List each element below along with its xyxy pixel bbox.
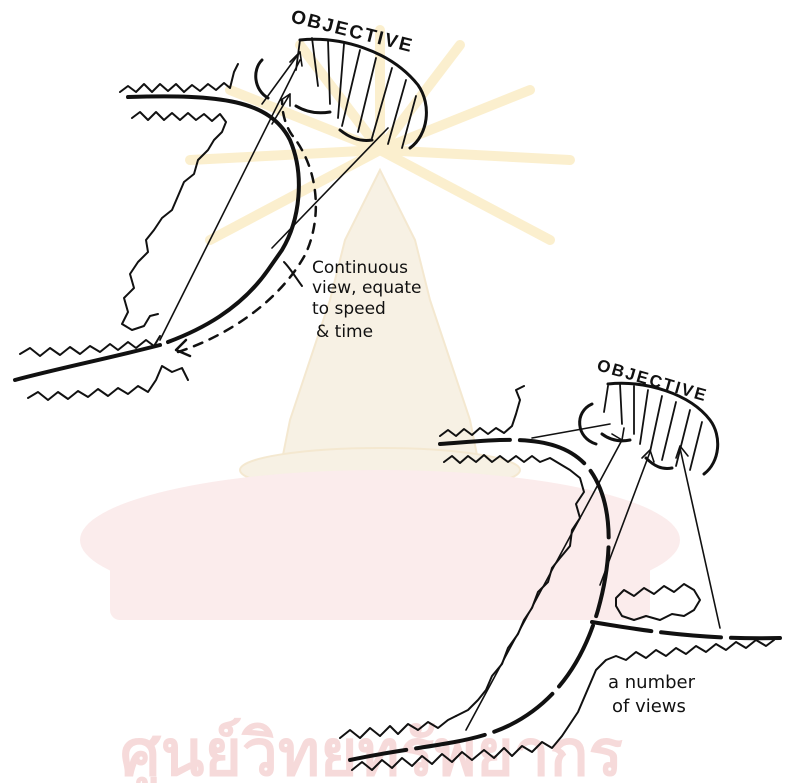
terrain-edge [20,336,160,356]
objective-label: OBJECTIVE [595,356,710,406]
road-edge [128,96,299,342]
watermark-pagoda [240,170,520,492]
sight-line [532,424,610,438]
terrain-edge [122,112,226,330]
road-edge [592,622,780,638]
caption-line-2: of views [612,696,686,717]
watermark-text: ศูนย์วิทยทรัพยากร [120,717,623,783]
caption-line-2: view, equate [312,278,422,298]
caption-line-4: & time [316,322,373,342]
caption-number-of-views: a number of views [608,672,696,717]
watermark-plinth [110,560,650,620]
caption-line-3: to speed [312,299,386,319]
travel-arrowhead [176,340,190,356]
caption-line-1: a number [608,672,696,693]
caption-line-1: Continuous [312,258,408,278]
sight-arrowhead [612,428,624,440]
terrain-edge [120,64,238,92]
road-edge [15,345,160,380]
caption-leader [284,262,302,286]
